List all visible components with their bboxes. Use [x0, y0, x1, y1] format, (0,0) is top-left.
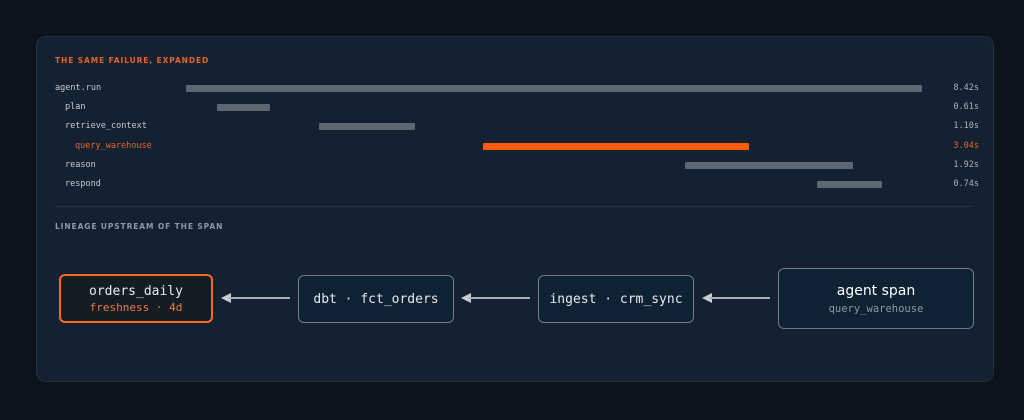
lineage-node-agent-span[interactable]: agent span query_warehouse [778, 268, 974, 329]
span-bar[interactable] [817, 181, 882, 188]
lineage-node-orders-daily[interactable]: orders_daily freshness · 4d [59, 274, 213, 323]
span-duration: 0.61s [953, 102, 979, 113]
span-bar[interactable] [216, 104, 270, 112]
span-bar[interactable] [186, 85, 922, 92]
trace-span-row[interactable]: agent.run 8.42s [37, 83, 995, 102]
lineage-node-dbt-fct-orders[interactable]: dbt · fct_orders [298, 275, 454, 323]
span-name: agent.run [55, 83, 102, 93]
span-name: plan [65, 102, 86, 113]
node-label: ingest · crm_sync [549, 291, 683, 307]
arrow-head-icon [221, 293, 231, 303]
span-bar[interactable] [318, 123, 415, 131]
node-label: orders_daily [89, 283, 183, 299]
span-name: respond [65, 179, 101, 189]
span-duration: 3.04s [953, 140, 979, 151]
node-span-name: query_warehouse [828, 302, 924, 315]
lineage-arrow [221, 293, 290, 303]
lineage-node-ingest-crm-sync[interactable]: ingest · crm_sync [538, 275, 694, 323]
span-bar[interactable] [685, 161, 853, 169]
span-duration: 8.42s [953, 83, 979, 93]
arrow-head-icon [702, 293, 712, 303]
trace-span-row[interactable]: plan 0.61s [37, 102, 995, 121]
span-duration: 0.74s [953, 179, 979, 189]
trace-span-row[interactable]: retrieve_context 1.10s [37, 121, 995, 140]
trace-span-row[interactable]: respond 0.74s [37, 179, 995, 198]
lineage-arrow [461, 293, 530, 303]
section-divider [55, 206, 973, 207]
node-freshness-warning: freshness · 4d [89, 300, 183, 314]
node-label: agent span [836, 282, 916, 299]
arrow-head-icon [461, 293, 471, 303]
trace-section-title: THE SAME FAILURE, EXPANDED [55, 56, 210, 65]
trace-panel: THE SAME FAILURE, EXPANDED agent.run 8.42… [36, 36, 994, 382]
span-duration: 1.10s [953, 121, 979, 132]
span-duration: 1.92s [953, 159, 979, 170]
node-label: dbt · fct_orders [313, 291, 439, 307]
lineage-section-title: LINEAGE UPSTREAM OF THE SPAN [55, 222, 224, 231]
lineage-arrow [702, 293, 770, 303]
span-name: query_warehouse [75, 140, 152, 151]
span-bar[interactable] [483, 142, 749, 150]
trace-span-row[interactable]: reason 1.92s [37, 160, 995, 179]
span-name: retrieve_context [65, 121, 147, 132]
span-name: reason [65, 159, 96, 170]
trace-span-row[interactable]: query_warehouse 3.04s [37, 141, 995, 160]
